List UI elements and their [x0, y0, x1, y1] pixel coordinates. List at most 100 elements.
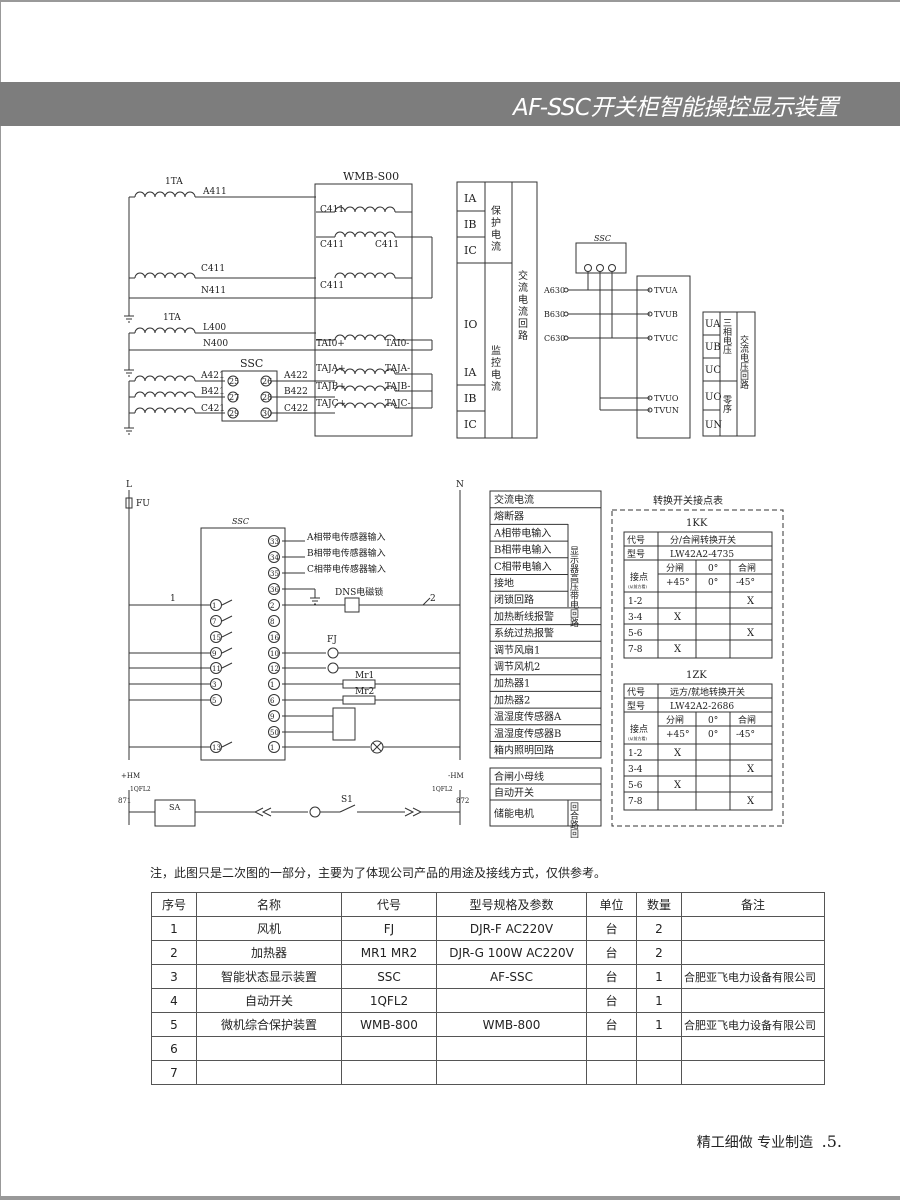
page-title: AF-SSC开关柜智能操控显示装置	[513, 95, 838, 121]
bom-cell: 智能状态显示装置	[196, 964, 342, 989]
ssc-terminal-left	[210, 694, 222, 706]
function-item: 接地	[494, 577, 514, 590]
bom-cell	[196, 1036, 342, 1061]
term-871: 871	[118, 797, 131, 805]
fuse-label: FU	[136, 499, 150, 509]
term-27: 27	[229, 393, 239, 402]
ssc-terminal-number: 8	[270, 618, 274, 626]
ssc-terminal-number: 6	[270, 697, 275, 705]
contact-id: 7-8	[628, 797, 643, 807]
function-item: 加热器1	[494, 677, 530, 690]
bom-col-code: 代号	[341, 892, 437, 917]
l400-label: L400	[203, 323, 226, 333]
ct-row-ia2: IA	[464, 366, 477, 379]
ssc-terminal	[268, 741, 280, 753]
bom-cell	[636, 1060, 682, 1085]
ssc-terminal-left	[210, 631, 222, 643]
vssc-label: SSC	[594, 234, 611, 243]
bom-cell: 3	[151, 964, 197, 989]
angle-3: -45°	[736, 730, 755, 740]
contact-id: 3-4	[628, 765, 643, 775]
n411-label: N411	[201, 286, 226, 296]
mr2-label: Mr2	[355, 687, 374, 697]
col-model: 型号	[627, 549, 645, 560]
term-30: 30	[262, 409, 272, 418]
ssc-terminal-number: 33	[270, 538, 279, 546]
line-n-label: N	[456, 480, 464, 490]
wmb-c411-c: C411	[375, 240, 399, 250]
ssc-terminal-number: 34	[270, 554, 279, 562]
bom-cell: 2	[636, 940, 682, 965]
ssc-terminal-left-number: 9	[212, 650, 216, 658]
ssc-terminal	[268, 615, 280, 627]
bom-cell	[681, 1036, 825, 1061]
bom-cell: 合肥亚飞电力设备有限公司	[681, 1012, 825, 1037]
bom-cell: 1QFL2	[341, 988, 437, 1013]
b630-label: B630	[544, 310, 565, 319]
col-contact: 接点	[630, 723, 648, 735]
function-list-text: 显示器高压带电回路 回合路回 交流电流熔断器A相带电输入B相带电输入C相带电输入…	[493, 493, 579, 839]
function-item: 温湿度传感器B	[494, 727, 561, 740]
contact-id: 1-2	[628, 749, 643, 759]
bom-cell	[636, 1036, 682, 1061]
bom-cell	[436, 1036, 587, 1061]
angle-1: +45°	[666, 730, 690, 740]
bom-cell: 7	[151, 1060, 197, 1085]
contact-id: 5-6	[628, 781, 643, 791]
function-item: C相带电输入	[494, 560, 552, 573]
col-contact: 接点	[630, 571, 648, 583]
dns-lock-label: DNS电磁锁	[335, 586, 383, 598]
control-circuit-text: L N FU SSC A相带电传感器输入 B相带电传感器输入 C相带电传感器输入…	[118, 480, 469, 812]
contact-mark: X	[747, 796, 755, 807]
function-item: A相带电输入	[493, 526, 551, 539]
ssc-terminal-left	[210, 741, 222, 753]
bom-cell: MR1 MR2	[341, 940, 437, 965]
bom-cell	[436, 988, 587, 1013]
ssc-terminal-left-number: 15	[212, 634, 221, 642]
bom-header-row: 序号 名称 代号 型号规格及参数 单位 数量 备注	[151, 892, 825, 917]
a630-label: A630	[543, 286, 565, 295]
mr1-label: Mr1	[355, 671, 374, 681]
qfl2-right-label: 1QFL2	[432, 786, 453, 793]
switch-table-box	[623, 683, 773, 811]
angle-1: +45°	[666, 578, 690, 588]
contact-mark: X	[747, 596, 755, 607]
current-loop-table	[456, 181, 538, 439]
bom-col-name: 名称	[196, 892, 342, 917]
node-2-label: 2	[430, 594, 436, 604]
bom-cell	[681, 1060, 825, 1085]
page-number: .5.	[821, 1132, 842, 1151]
bom-cell	[681, 916, 825, 941]
monitor-current-label: 监控电流	[489, 344, 501, 393]
contact-mark: X	[674, 748, 682, 759]
tajc-minus: TAJC-	[385, 399, 411, 409]
ssc-terminal	[268, 647, 280, 659]
function-item: 系统过热报警	[494, 627, 554, 640]
ssc-terminal-left-number: 7	[212, 618, 216, 626]
ssc-terminal	[268, 583, 280, 595]
a421-label: A421	[200, 371, 225, 381]
col-code: 代号	[627, 535, 645, 546]
term-28: 28	[262, 393, 272, 402]
a411-label: A411	[202, 187, 227, 197]
ct-row-ia: IA	[464, 192, 477, 205]
bom-cell	[586, 1060, 637, 1085]
bom-cell: 台	[586, 964, 637, 989]
ct-row-io: IO	[464, 318, 477, 331]
function-item: 交流电流	[494, 493, 534, 506]
function-item: 加热器2	[494, 693, 530, 706]
taja-plus: TAJA+	[316, 364, 346, 374]
model-value: LW42A2-2686	[670, 702, 734, 712]
bom-col-remark: 备注	[681, 892, 825, 917]
bom-col-no: 序号	[151, 892, 197, 917]
qfl2-left-label: 1QFL2	[130, 786, 151, 793]
wmb-c411-d: C411	[320, 281, 344, 291]
ssc-terminal	[268, 551, 280, 563]
wmb-label: WMB-S00	[343, 170, 399, 183]
